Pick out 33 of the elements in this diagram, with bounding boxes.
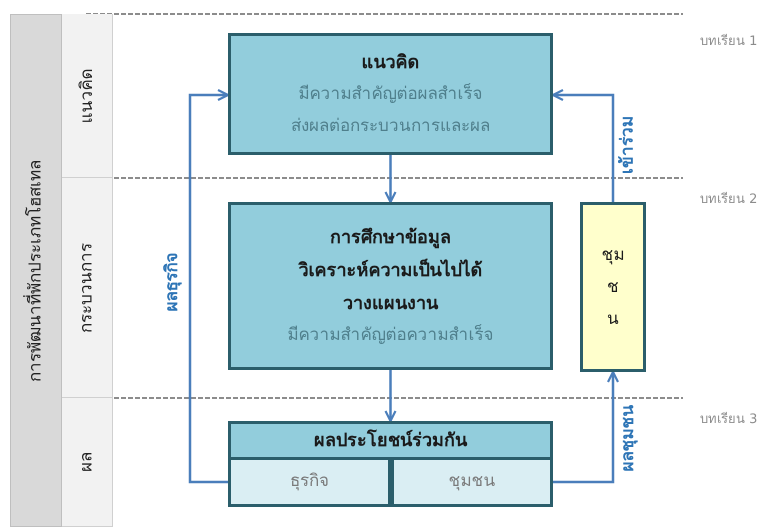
lesson-label: บทเรียน 1: [700, 32, 758, 51]
arrow: [384, 370, 397, 422]
lane-header: [62, 398, 112, 527]
cell-text: ธุรกิจ: [290, 470, 329, 494]
table-cell: [228, 457, 391, 507]
lane-title: กระบวนการ: [75, 242, 98, 332]
arrow: [188, 88, 230, 484]
lane-title: ผล: [75, 452, 98, 472]
box-heading: วางแผนงาน: [343, 292, 438, 316]
title-band: [10, 14, 62, 527]
lane-title: การพัฒนาที่พักประเภทโฮสเทล: [23, 160, 46, 382]
lane-header: [62, 14, 112, 178]
box-heading: แนวคิด: [362, 51, 420, 75]
box-heading: การศึกษาข้อมูล: [330, 226, 451, 250]
table-heading: ผลประโยชน์ร่วมกัน: [314, 428, 467, 453]
box-heading: ชุมชน: [601, 244, 625, 332]
lesson-label: บทเรียน 2: [700, 190, 758, 209]
table-cell: [391, 457, 553, 507]
lane-header: [62, 178, 112, 398]
result-table: [228, 421, 553, 507]
arrow: [553, 370, 620, 484]
lane-title: แนวคิด: [75, 68, 98, 123]
box-description: มีความสำคัญต่อความสำเร็จ: [288, 323, 494, 347]
arrow: [552, 88, 614, 202]
process-box: [228, 33, 553, 155]
community-box: [580, 202, 646, 372]
arrow: [384, 155, 397, 204]
cell-text: ชุมชน: [448, 470, 496, 494]
lesson-label: บทเรียน 3: [700, 410, 758, 429]
box-description: มีความสำคัญต่อผลสำเร็จ: [298, 82, 482, 106]
box-heading: วิเคราะห์ความเป็นไปได้: [298, 258, 482, 283]
box-description: ส่งผลต่อกระบวนการและผล: [291, 114, 490, 138]
process-box: [228, 202, 553, 370]
